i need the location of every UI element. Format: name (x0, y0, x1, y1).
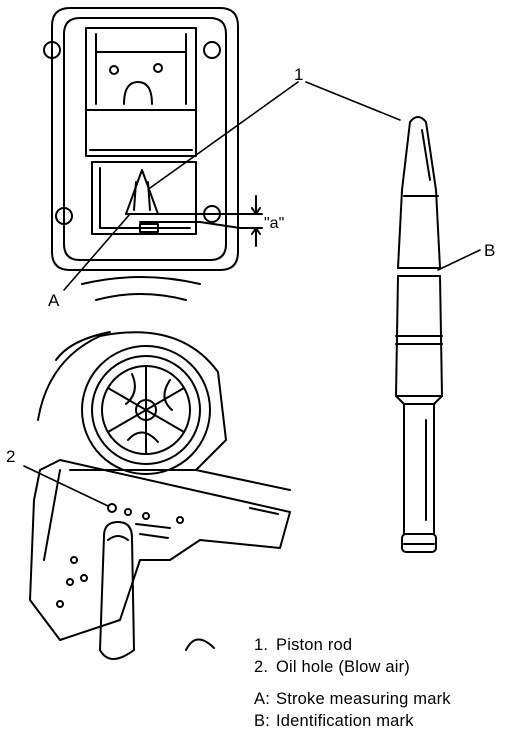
hand-outline (99, 638, 215, 660)
housing-top-view (43, 7, 263, 301)
housing-flange-inner (63, 17, 227, 261)
legend-text: Piston rod (276, 636, 353, 654)
bolt-hole (43, 41, 61, 59)
piston-spokes (107, 365, 185, 455)
bore-outer (81, 345, 211, 475)
plate-hole (56, 600, 64, 608)
upper-chamber (85, 27, 197, 111)
rod-id-band (397, 267, 441, 277)
piston-rod-drawing (395, 116, 443, 553)
piston-tip-shade (133, 181, 151, 211)
rod-end-cap (401, 533, 437, 553)
legend-text: Oil hole (Blow air) (276, 658, 411, 676)
rod-body-groove (395, 335, 443, 345)
middle-band (85, 109, 197, 157)
bolt-hole (203, 41, 221, 59)
plate-hole (66, 578, 74, 586)
valve-plate-edge (43, 469, 291, 561)
leader-2 (23, 465, 109, 507)
legend-item: 1. Piston rod (254, 634, 526, 656)
rod-tip (397, 116, 441, 269)
leader-1-to-rod (305, 81, 401, 121)
arch-opening (123, 81, 153, 105)
legend-key: A: (254, 690, 270, 708)
dimension-arrows (251, 195, 261, 247)
accumulator-outline (37, 331, 227, 471)
callout-2: 2 (6, 447, 15, 466)
legend-text: Identification mark (276, 712, 414, 730)
plate-hole (176, 516, 184, 524)
legend-spacer (254, 678, 526, 688)
accumulator-body-line (55, 331, 111, 361)
legend: 1. Piston rod 2. Oil hole (Blow air) A: Str… (254, 634, 526, 732)
small-hole (153, 63, 163, 73)
housing-bottom-lip (81, 276, 201, 301)
legend-text: Stroke measuring mark (276, 690, 451, 708)
finger-nail (107, 535, 129, 541)
rod-shaft (403, 403, 435, 535)
housing-flange-outline (51, 7, 239, 271)
piston-hub (135, 399, 157, 421)
finger (99, 521, 135, 651)
rod-tip-shade (421, 129, 431, 181)
leader-1-to-housing (149, 81, 299, 189)
bore-inner (91, 355, 201, 465)
upper-chamber-inner (95, 33, 187, 105)
oil-hole (107, 503, 117, 513)
leader-b (437, 249, 481, 271)
legend-item: 2. Oil hole (Blow air) (254, 656, 526, 678)
piston-tip (125, 169, 159, 215)
lower-chamber (91, 161, 197, 235)
plate-hole (124, 508, 132, 516)
callout-a: A (48, 291, 60, 310)
plate-hole (142, 512, 150, 520)
legend-key: 1. (254, 636, 269, 654)
callout-1: 1 (294, 65, 303, 84)
oil-hole-view (29, 331, 291, 660)
legend-key: 2. (254, 658, 269, 676)
legend-item: B: Identification mark (254, 710, 526, 732)
gauge-block (139, 223, 159, 233)
leader-a (63, 213, 131, 291)
lower-chamber-inner (99, 167, 191, 229)
plate-hole (70, 556, 78, 564)
dimension-label: "a" (264, 215, 284, 232)
gauge-body (139, 221, 241, 229)
bolt-hole (55, 207, 73, 225)
small-hole (109, 65, 119, 75)
legend-item: A: Stroke measuring mark (254, 688, 526, 710)
valve-plate (29, 459, 291, 641)
legend-key: B: (254, 712, 270, 730)
piston-spoke-shade (125, 373, 173, 443)
plate-slot (135, 507, 279, 539)
plate-hole (80, 574, 88, 582)
rod-shoulder (395, 395, 443, 405)
callout-b: B (484, 241, 495, 260)
